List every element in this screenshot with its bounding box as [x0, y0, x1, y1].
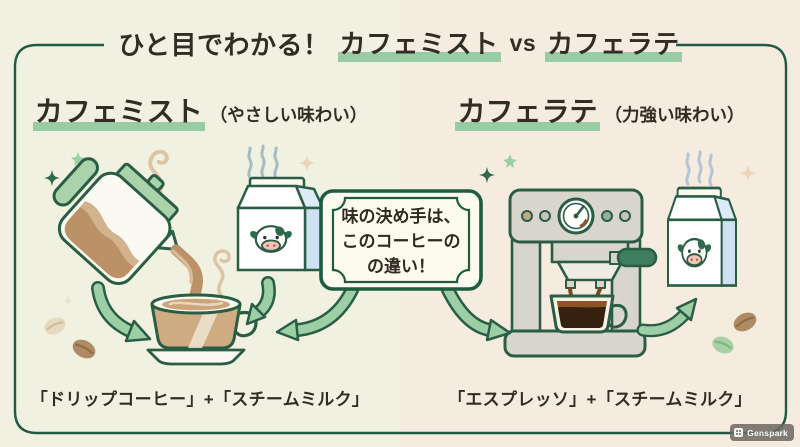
arrow-milk-to-cup	[245, 276, 276, 326]
coffee-pot-icon	[52, 157, 180, 285]
right-formula: 「エスプレッソ」+「スチームミルク」	[448, 389, 752, 409]
title-separator: vs	[509, 29, 537, 56]
title-term-left: カフェミスト	[337, 24, 501, 62]
left-subheading: （やさしい味わい）	[209, 105, 368, 125]
badge-line-1: 味の決め手は、	[341, 206, 461, 226]
page-title: ひと目でわかる！カフェミスト vs カフェラテ	[0, 22, 800, 64]
watermark-logo-icon	[734, 428, 744, 437]
arrow-badge-to-machine	[441, 283, 512, 342]
watermark-badge: Genspark	[730, 424, 794, 441]
arrow-machine-to-milk	[636, 297, 698, 338]
arrow-pot-to-cup	[91, 281, 152, 343]
right-section-header: カフェラテ （力強い味わい）	[400, 90, 800, 131]
espresso-cup-icon	[549, 294, 628, 334]
pour-stream-icon	[170, 244, 204, 313]
espresso-machine-icon	[503, 188, 658, 358]
right-subheading: （力強い味わい）	[604, 105, 745, 125]
portafilter-handle-icon	[616, 247, 658, 268]
badge-line-3: の違い！	[367, 256, 435, 276]
arrow-icons	[91, 276, 698, 343]
coffee-bean-icons	[44, 312, 757, 359]
title-term-right: カフェラテ	[545, 24, 682, 62]
watermark-label: Genspark	[747, 427, 788, 438]
left-formula: 「ドリップコーヒー」+「スチームミルク」	[30, 389, 370, 409]
left-heading: カフェミスト	[32, 90, 205, 131]
center-badge: 味の決め手は、 このコーヒーの の違い！	[322, 196, 480, 286]
arrow-badge-to-cup	[275, 283, 359, 342]
right-heading: カフェラテ	[455, 90, 600, 131]
left-section-header: カフェミスト （やさしい味わい）	[0, 90, 400, 131]
latte-cup-icon	[146, 293, 258, 366]
pressure-gauge-icon	[557, 197, 595, 235]
title-prefix: ひと目でわかる！	[118, 29, 330, 60]
badge-line-2: このコーヒーの	[341, 231, 461, 251]
